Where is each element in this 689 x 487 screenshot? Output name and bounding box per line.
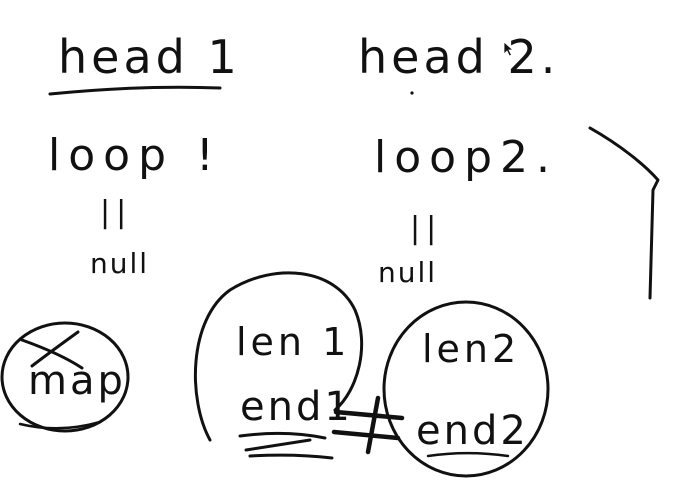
end1-underline — [238, 432, 334, 460]
end2-label: end2 — [416, 408, 529, 454]
null1-label: null — [90, 247, 149, 280]
len2-circle — [382, 300, 550, 478]
len2-label: len2 — [422, 327, 520, 371]
len1-circle — [193, 271, 364, 442]
loop1-null-separator: || — [100, 195, 132, 230]
loop2-null-separator: || — [410, 211, 442, 246]
bracket-stroke — [588, 126, 660, 300]
end2-underline — [426, 451, 510, 458]
head2-label: head 2. — [358, 30, 559, 84]
map-cross-out — [20, 330, 84, 370]
end1-label: end1 — [240, 384, 353, 430]
head1-underline — [48, 85, 222, 96]
null2-label: null — [378, 256, 437, 289]
head1-label: head 1 — [58, 30, 241, 84]
len1-label: len 1 — [236, 320, 350, 364]
not-equal-symbol — [331, 395, 405, 455]
mouse-pointer-icon — [503, 41, 515, 57]
loop1-label: loop ! — [48, 130, 222, 181]
map-underline — [18, 420, 102, 430]
map-circle — [0, 321, 130, 433]
loop2-label: loop2. — [374, 132, 558, 183]
stray-dot — [410, 91, 414, 95]
map-label: map — [28, 358, 126, 404]
